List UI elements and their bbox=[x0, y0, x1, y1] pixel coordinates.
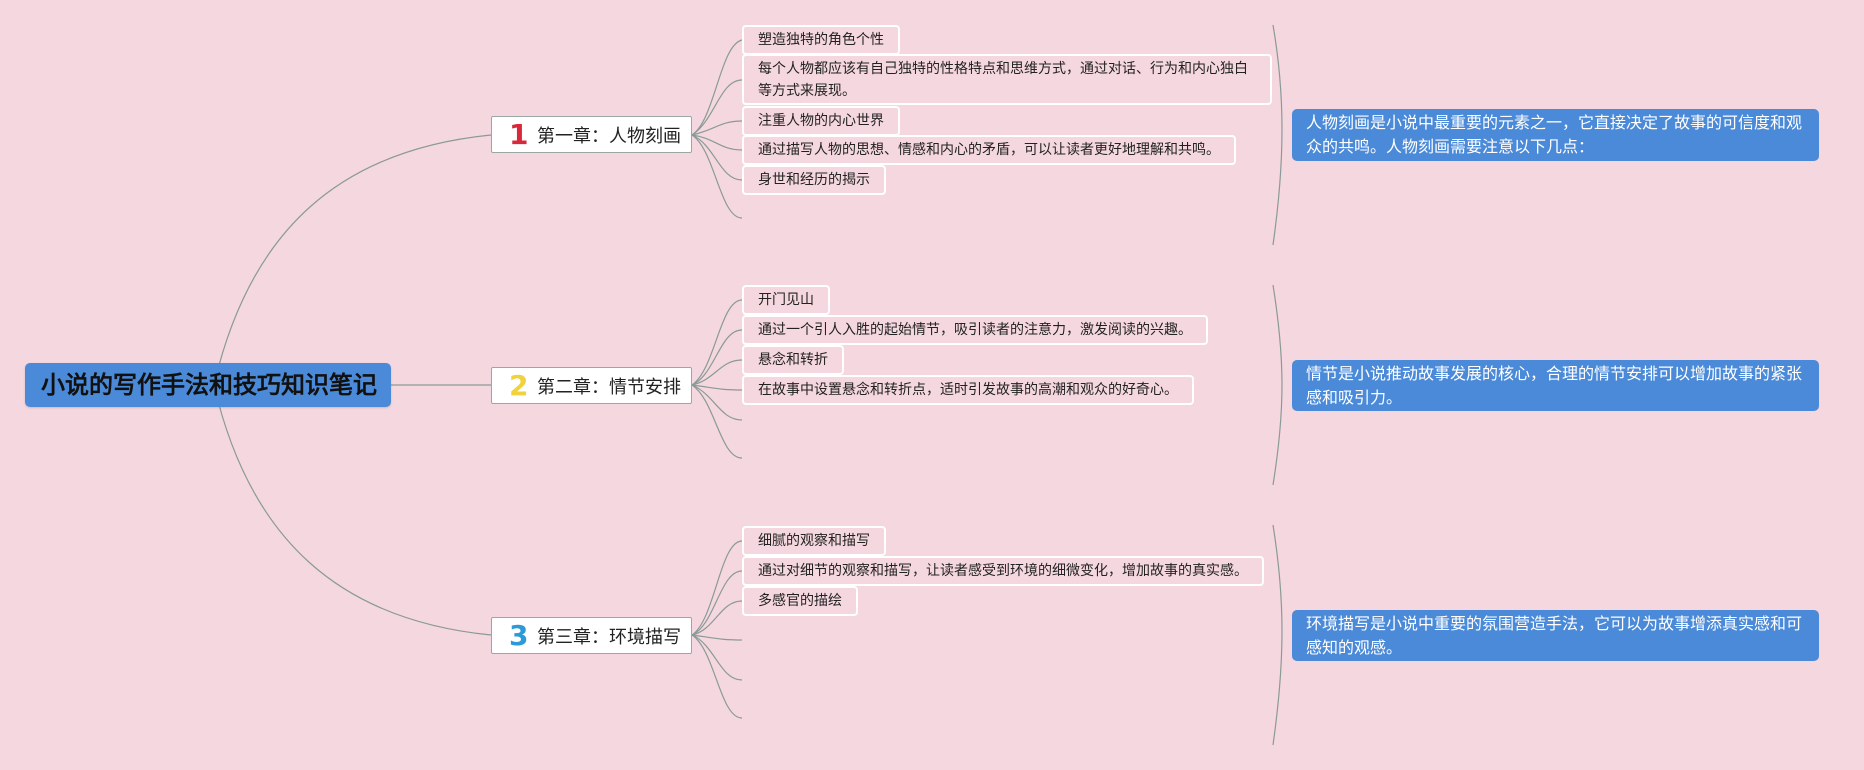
chapter-1-item-1[interactable]: 塑造独特的角色个性 bbox=[742, 25, 900, 55]
chapter-2-item-2[interactable]: 通过一个引人入胜的起始情节，吸引读者的注意力，激发阅读的兴趣。 bbox=[742, 315, 1208, 345]
chapter-1-label: 第一章：人物刻画 bbox=[537, 125, 681, 147]
connector-ch3-item-5 bbox=[691, 634, 743, 681]
chapter-1-item-4[interactable]: 通过描写人物的思想、情感和内心的矛盾，可以让读者更好地理解和共鸣。 bbox=[742, 135, 1236, 165]
summary-bracket-1 bbox=[1272, 24, 1283, 246]
chapter-3-item-3[interactable]: 多感官的描绘 bbox=[742, 586, 858, 616]
root-topic[interactable]: 小说的写作手法和技巧知识笔记 bbox=[25, 363, 391, 407]
chapter-2-item-1[interactable]: 开门见山 bbox=[742, 285, 830, 315]
chapter-3-item-2[interactable]: 通过对细节的观察和描写，让读者感受到环境的细微变化，增加故事的真实感。 bbox=[742, 556, 1264, 586]
number-3-icon: 3 bbox=[509, 618, 529, 652]
summary-bracket-2 bbox=[1272, 284, 1283, 486]
chapter-3-summary[interactable]: 环境描写是小说中重要的氛围营造手法，它可以为故事增添真实感和可感知的观感。 bbox=[1292, 610, 1819, 661]
chapter-2-label: 第二章：情节安排 bbox=[537, 376, 681, 398]
connector-ch3-item-3 bbox=[691, 600, 743, 636]
chapter-1-item-2[interactable]: 每个人物都应该有自己独特的性格特点和思维方式，通过对话、行为和内心独白等方式来展… bbox=[742, 54, 1272, 105]
chapter-2-item-3[interactable]: 悬念和转折 bbox=[742, 345, 844, 375]
connector-ch2-item-5 bbox=[691, 384, 743, 421]
chapter-3-topic[interactable]: 3 第三章：环境描写 bbox=[491, 617, 692, 654]
chapter-2-topic[interactable]: 2 第二章：情节安排 bbox=[491, 367, 692, 404]
connector-ch1-item-6 bbox=[691, 134, 743, 219]
connector-ch3-item-4 bbox=[691, 634, 743, 641]
connector-ch2-item-4 bbox=[691, 384, 743, 391]
connector-ch1-item-3 bbox=[691, 120, 743, 136]
summary-bracket-3 bbox=[1272, 524, 1283, 746]
connector-ch1-item-2 bbox=[691, 79, 743, 136]
connector-ch1-item-1 bbox=[691, 39, 743, 136]
chapter-1-item-3[interactable]: 注重人物的内心世界 bbox=[742, 106, 900, 136]
connector-ch3-item-6 bbox=[691, 634, 743, 719]
connector-root-chapter-1 bbox=[213, 134, 492, 386]
connector-ch1-item-5 bbox=[691, 134, 743, 181]
chapter-1-item-5[interactable]: 身世和经历的揭示 bbox=[742, 165, 886, 195]
connector-ch3-item-1 bbox=[691, 540, 743, 636]
chapter-2-item-4[interactable]: 在故事中设置悬念和转折点，适时引发故事的高潮和观众的好奇心。 bbox=[742, 375, 1194, 405]
number-1-icon: 1 bbox=[509, 117, 529, 151]
connector-ch2-item-3 bbox=[691, 359, 743, 386]
connector-ch2-item-1 bbox=[691, 299, 743, 386]
connector-ch1-item-4 bbox=[691, 134, 743, 151]
connector-ch3-item-2 bbox=[691, 570, 743, 636]
chapter-2-summary[interactable]: 情节是小说推动故事发展的核心，合理的情节安排可以增加故事的紧张感和吸引力。 bbox=[1292, 360, 1819, 411]
number-2-icon: 2 bbox=[509, 368, 529, 402]
connector-ch2-item-6 bbox=[691, 384, 743, 459]
connector-ch2-item-2 bbox=[691, 329, 743, 386]
chapter-3-label: 第三章：环境描写 bbox=[537, 626, 681, 648]
chapter-1-topic[interactable]: 1 第一章：人物刻画 bbox=[491, 116, 692, 153]
chapter-1-summary[interactable]: 人物刻画是小说中最重要的元素之一，它直接决定了故事的可信度和观众的共鸣。人物刻画… bbox=[1292, 109, 1819, 161]
chapter-3-item-1[interactable]: 细腻的观察和描写 bbox=[742, 526, 886, 556]
connector-root-chapter-3 bbox=[213, 384, 492, 636]
